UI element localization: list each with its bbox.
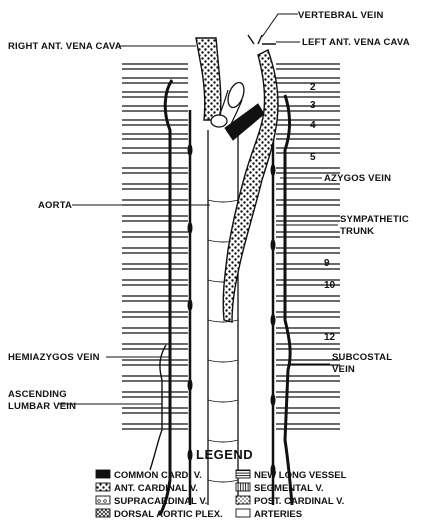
legend-label: POST. CARDINAL V. (254, 496, 344, 507)
legend: COMMON CARD. V. NEW LONG VESSEL ANT. CARDI… (96, 470, 347, 520)
segmental-vein-left (122, 424, 188, 429)
label-left-ant-vena-cava: LEFT ANT. VENA CAVA (302, 37, 410, 48)
label-subcostal-vein-line1: SUBCOSTAL (332, 352, 392, 363)
label-aorta: AORTA (38, 200, 72, 211)
legend-title: LEGEND (196, 447, 253, 462)
legend-swatch-cross-hatch (96, 509, 110, 517)
segment-number-5: 5 (310, 152, 316, 163)
segmental-vein-left (122, 264, 188, 269)
segment-number-12: 12 (324, 332, 336, 343)
segmental-vein-left (122, 134, 188, 139)
label-ascending-lumbar-vein-line2: LUMBAR VEIN (8, 401, 76, 412)
segment-number-3: 3 (310, 100, 316, 111)
label-sympathetic-trunk-line2: TRUNK (340, 226, 374, 237)
segmental-vein-left (122, 216, 188, 221)
segment-number-4: 4 (310, 120, 316, 131)
segmental-vein-left (122, 280, 188, 285)
segmental-vein-left (122, 376, 188, 381)
legend-swatch-vertical-lines (236, 483, 250, 491)
segmental-vein-right (276, 120, 340, 125)
legend-swatch-solid (96, 470, 110, 478)
segmental-vein-left (122, 344, 188, 349)
segmental-vein-right (276, 134, 340, 139)
segmental-vein-left (122, 120, 188, 125)
segmental-vein-left (122, 78, 188, 83)
legend-label: SUPRACARDINAL V. (114, 496, 207, 507)
legend-swatch-coarse-dots (96, 483, 110, 491)
segmental-vein-left (122, 148, 188, 153)
segment-number-9: 9 (324, 258, 330, 269)
segmental-vein-left (122, 392, 188, 397)
segmental-vein-left (122, 200, 188, 205)
common-cardinal-end (211, 115, 227, 127)
legend-label: ARTERIES (254, 509, 302, 520)
segment-number-2: 2 (310, 82, 316, 93)
subcostal-vein (285, 95, 292, 505)
segmental-vein-left (122, 232, 188, 237)
segmental-vein-left (122, 248, 188, 253)
legend-label: DORSAL AORTIC PLEX. (114, 509, 223, 520)
segmental-vein-left (122, 328, 188, 333)
label-azygos-vein: AZYGOS VEIN (324, 173, 391, 184)
segmental-vein-left (122, 106, 188, 111)
legend-label: ANT. CARDINAL V. (114, 483, 198, 494)
hemiazygos-vein (160, 80, 172, 515)
label-right-ant-vena-cava: RIGHT ANT. VENA CAVA (8, 41, 122, 52)
label-hemiazygos-vein: HEMIAZYGOS VEIN (8, 352, 100, 363)
label-ascending-lumbar-vein-line1: ASCENDING (8, 389, 67, 400)
legend-label: SEGMENTAL V. (254, 483, 324, 494)
segmental-vein-right (276, 376, 340, 381)
segmental-vein-left (122, 64, 188, 69)
segmental-vein-left (122, 312, 188, 317)
label-subcostal-vein-line2: VEIN (332, 364, 355, 375)
legend-swatch-fine-dots (236, 496, 250, 504)
segmental-vein-right (276, 64, 340, 69)
legend-label: COMMON CARD. V. (114, 470, 202, 481)
legend-swatch-lines (236, 470, 250, 478)
segmental-vein-left (122, 184, 188, 189)
legend-label: NEW LONG VESSEL (254, 470, 347, 481)
segmental-vein-right (276, 344, 340, 349)
segmental-vein-right (276, 78, 340, 83)
label-sympathetic-trunk-line1: SYMPATHETIC (340, 214, 409, 225)
segmental-vein-left (122, 360, 188, 365)
segmental-vein-left (122, 168, 188, 173)
right-ant-vena-cava (196, 38, 221, 120)
segmental-vein-right (276, 106, 340, 111)
legend-swatch-open-dots (96, 496, 110, 504)
label-vertebral-vein: VERTEBRAL VEIN (298, 10, 384, 21)
leader-lines (58, 14, 338, 404)
segmental-vein-left (122, 408, 188, 413)
segmental-vein-left (122, 92, 188, 97)
segmental-vein-left (122, 296, 188, 301)
segment-number-10: 10 (324, 280, 336, 291)
legend-swatch-open (236, 509, 250, 517)
